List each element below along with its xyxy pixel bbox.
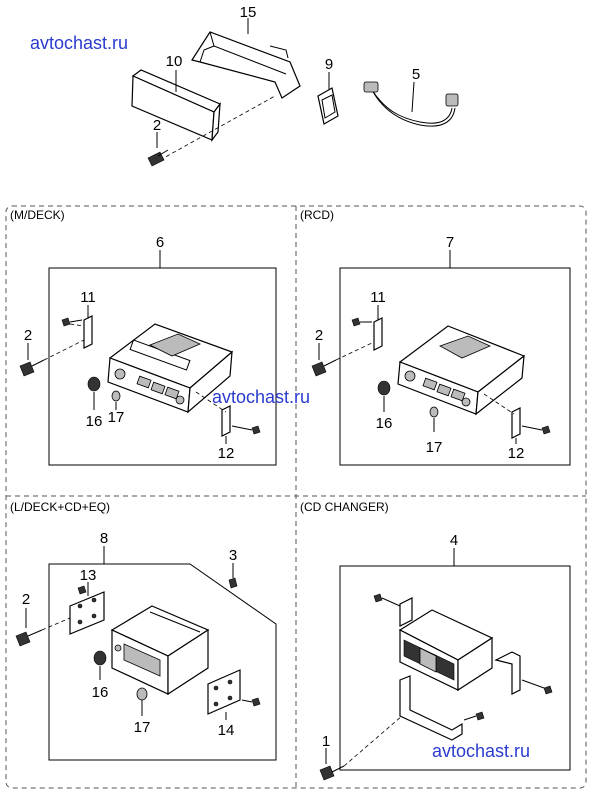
- section-title-mdeck: (M/DECK): [10, 208, 65, 222]
- part-10-panel: [131, 69, 221, 142]
- label-12-rcd: 12: [508, 445, 525, 462]
- watermark-top: avtochast.ru: [30, 33, 128, 53]
- ldeck-unit: [110, 605, 210, 696]
- rcd-screw-2: [311, 343, 337, 377]
- mdeck-unit: [107, 323, 234, 414]
- mdeck-bracket-12: [221, 405, 261, 444]
- ldeck-bracket-14: [207, 669, 261, 720]
- label-13: 13: [80, 567, 97, 584]
- cdchanger-bracket-lower: [399, 675, 485, 741]
- section-title-rcd: (RCD): [300, 208, 334, 222]
- rcd-bracket-11: [373, 305, 383, 351]
- label-17-mdeck: 17: [108, 409, 125, 426]
- mdeck-knob-17: [111, 390, 121, 410]
- mdeck-screw-2: [19, 343, 45, 377]
- rcd-bracket-12: [511, 407, 551, 444]
- label-5: 5: [412, 66, 420, 83]
- cdchanger-screw-1: [319, 748, 345, 781]
- label-10: 10: [166, 53, 183, 70]
- cdchanger-bracket-right: [494, 651, 553, 695]
- mdeck-screw-small: [61, 317, 83, 327]
- part-2-screw-top: [147, 132, 169, 167]
- ldeck-bracket-13: [69, 582, 105, 635]
- section-title-ldeck: (L/DECK+CD+EQ): [10, 500, 110, 514]
- part-5-cable: [363, 81, 459, 127]
- ldeck-screw-2: [15, 608, 43, 647]
- mdeck-box: [48, 267, 277, 466]
- label-2-top: 2: [153, 117, 161, 134]
- part-15-bracket: [191, 18, 301, 99]
- watermark-middle: avtochast.ru: [212, 387, 310, 407]
- label-4: 4: [450, 532, 458, 549]
- cdchanger-box: [339, 565, 571, 771]
- ldeck-knob-17: [136, 687, 148, 716]
- rcd-knob-16: [377, 380, 391, 412]
- label-8: 8: [100, 530, 108, 547]
- label-17-rcd: 17: [426, 439, 443, 456]
- label-2-ldeck: 2: [22, 591, 30, 608]
- cdchanger-bracket-upper: [373, 593, 413, 627]
- label-16-mdeck: 16: [86, 413, 103, 430]
- label-6: 6: [156, 234, 164, 251]
- cdchanger-unit: [398, 609, 494, 692]
- part-9-pad: [317, 72, 339, 125]
- label-3: 3: [229, 547, 237, 564]
- mdeck-knob-16: [87, 376, 101, 410]
- label-1: 1: [322, 733, 330, 750]
- label-14: 14: [218, 722, 235, 739]
- ldeck-nut-3: [228, 563, 238, 589]
- ldeck-screw-small: [77, 585, 87, 595]
- mdeck-bracket-11: [83, 305, 93, 349]
- rcd-screw-small: [351, 317, 372, 327]
- label-2-mdeck: 2: [24, 327, 32, 344]
- label-16-rcd: 16: [376, 415, 393, 432]
- label-7: 7: [446, 234, 454, 251]
- label-16-ldeck: 16: [92, 684, 109, 701]
- ldeck-knob-16: [93, 650, 107, 680]
- label-12-mdeck: 12: [218, 445, 235, 462]
- label-11-rcd: 11: [370, 289, 386, 306]
- label-2-rcd: 2: [315, 327, 323, 344]
- ldeck-box: [48, 563, 277, 761]
- rcd-knob-17: [429, 406, 439, 432]
- label-9: 9: [325, 56, 333, 73]
- label-11-mdeck: 11: [80, 289, 96, 306]
- section-title-cdchanger: (CD CHANGER): [300, 500, 389, 514]
- rcd-box: [339, 267, 571, 466]
- watermark-bottom: avtochast.ru: [432, 741, 530, 761]
- label-17-ldeck: 17: [134, 719, 151, 736]
- label-15: 15: [240, 4, 257, 21]
- rcd-unit: [397, 325, 526, 416]
